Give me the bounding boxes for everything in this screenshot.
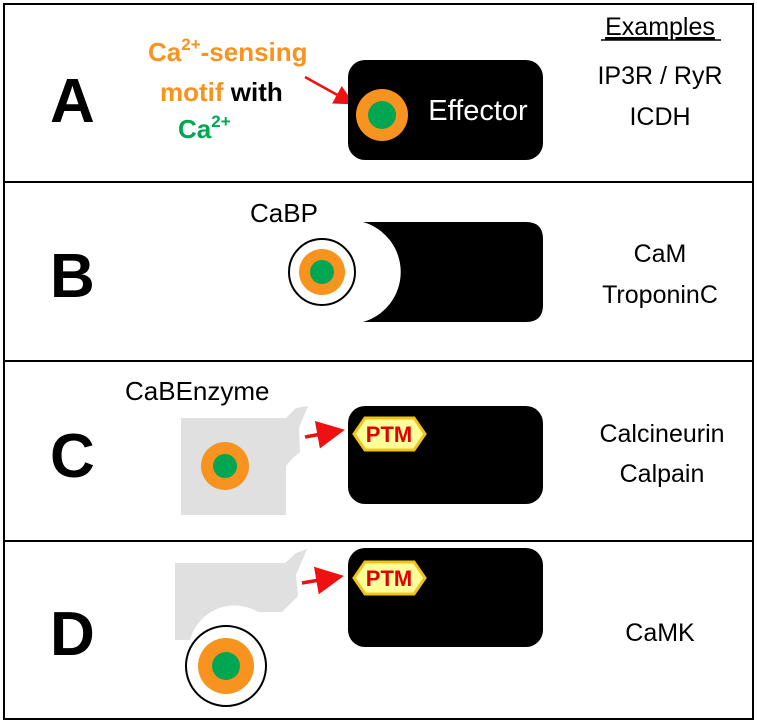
panel-a-letter: A [50, 67, 95, 136]
legend-ca2-superscript: 2+ [211, 112, 230, 131]
panel-b-example-2: TroponinC [602, 281, 718, 309]
panel-d: D PTM CaMK [50, 548, 695, 707]
legend-with-label: with [224, 77, 283, 107]
panel-b-example-1: CaM [634, 240, 687, 268]
ptm-arrow-c [304, 420, 345, 449]
panel-d-letter: D [50, 600, 95, 669]
panel-a-example-1: IP3R / RyR [597, 62, 722, 90]
legend-line-1: Ca2+-sensing [148, 35, 308, 67]
legend-motif-label: motif [160, 77, 224, 107]
ptm-label-d: PTM [366, 566, 412, 591]
legend-arrow [304, 75, 355, 105]
legend-ca2-label: Ca [178, 114, 212, 144]
ca-ion-c [213, 454, 237, 478]
ptm-label-c: PTM [366, 422, 412, 447]
legend-ca-superscript: 2+ [181, 35, 200, 54]
panel-c: C CaBEnzyme PTM Calcineurin Calpain [50, 376, 725, 515]
panel-d-example-1: CaMK [625, 619, 695, 647]
ca-ion-b [310, 260, 334, 284]
ca-ion-a [368, 101, 396, 129]
panel-b-letter: B [50, 242, 95, 311]
effector-box-b [363, 222, 543, 322]
panel-b: B CaBP CaM TroponinC [50, 198, 718, 322]
ptm-arrow-d [301, 566, 344, 595]
effector-label: Effector [428, 95, 528, 127]
legend-sensing-label: -sensing [201, 37, 308, 67]
panel-b-frame [3, 181, 754, 362]
panel-c-example-2: Calpain [620, 460, 705, 488]
examples-header: Examples [605, 13, 715, 41]
enzyme-shape-d [175, 549, 307, 640]
ptm-badge-d [352, 560, 427, 596]
panel-b-label: CaBP [250, 198, 318, 228]
ca-ion-d [212, 652, 240, 680]
legend-line-2: motif with [160, 77, 283, 107]
panel-c-label: CaBEnzyme [125, 376, 270, 406]
panel-c-example-1: Calcineurin [599, 420, 724, 448]
panel-a-example-2: ICDH [629, 103, 690, 131]
legend-ca-label: Ca [148, 37, 182, 67]
legend-line-3: Ca2+ [178, 112, 231, 144]
panel-a: A Ca2+-sensing motif with Ca2+ Effector … [50, 35, 723, 160]
panel-c-letter: C [50, 422, 95, 491]
ptm-badge-c [352, 416, 427, 452]
